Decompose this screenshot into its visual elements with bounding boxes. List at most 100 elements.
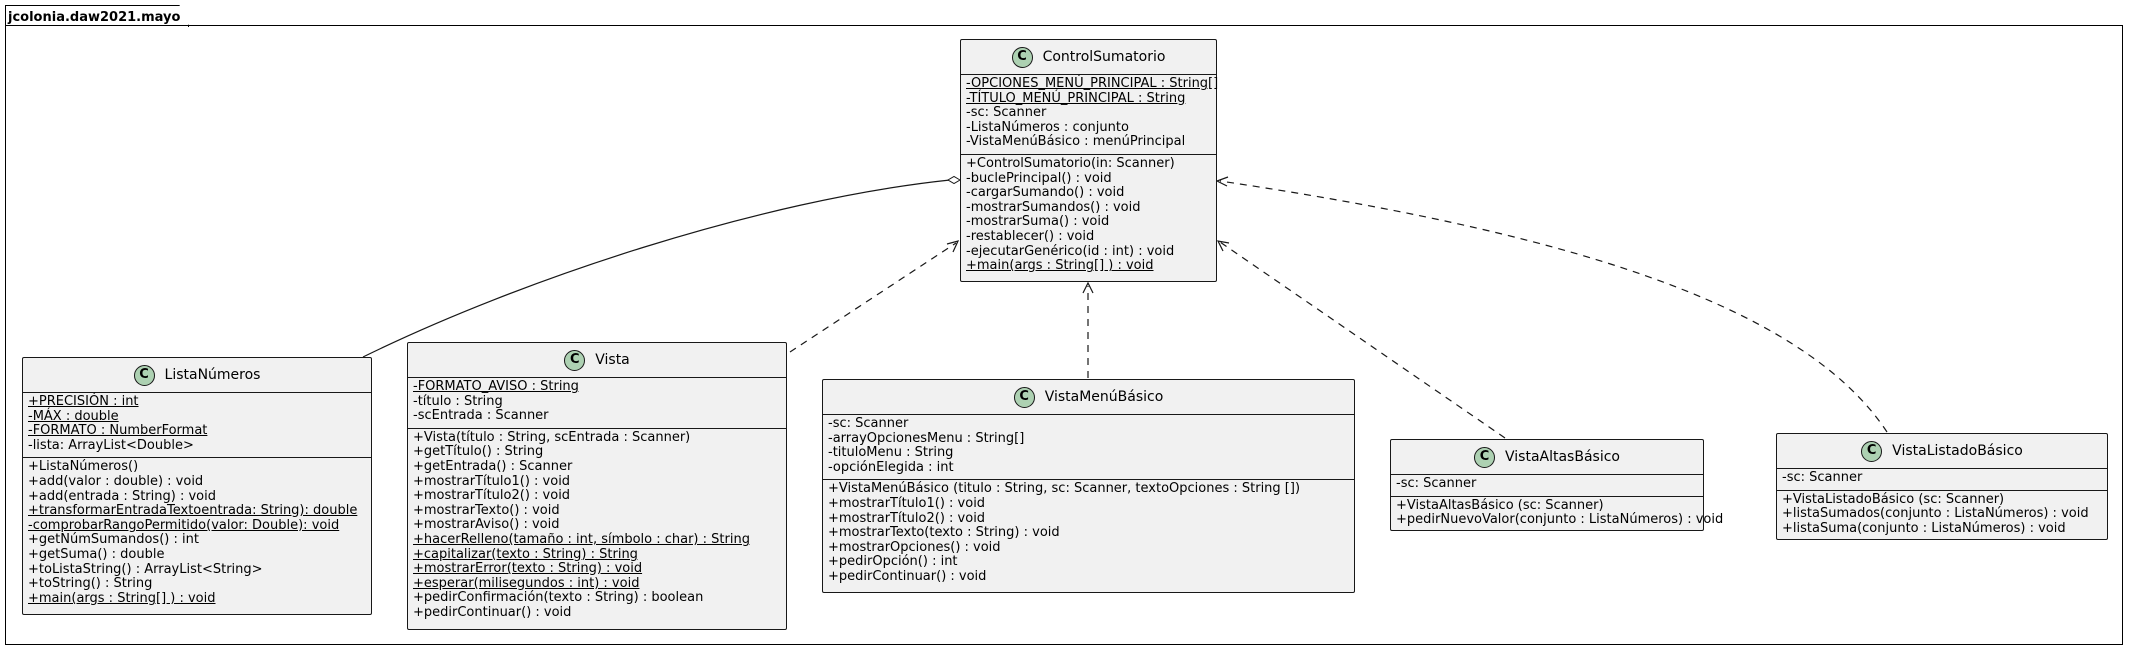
- methods-section: +ListaNúmeros() +add(valor : double) : v…: [23, 458, 371, 610]
- method: +add(entrada : String) : void: [28, 488, 216, 504]
- class-stereotype-icon: C: [1474, 446, 1495, 468]
- method: +mostrarTexto() : void: [413, 502, 560, 518]
- method: +ControlSumatorio(in: Scanner): [966, 155, 1175, 171]
- attribute: -TÍTULO_MENÚ_PRINCIPAL : String: [966, 90, 1186, 106]
- method: +transformarEntradaTextoentrada: String)…: [28, 503, 358, 519]
- dependency-altas-control: [1219, 241, 1506, 439]
- class-name: VistaListadoBásico: [1892, 442, 2023, 459]
- method: +toString() : String: [28, 576, 153, 592]
- method: +mostrarError(texto : String) : void: [413, 561, 643, 577]
- aggregation-diamond: [947, 175, 961, 185]
- attribute: -FORMATO_AVISO : String: [413, 379, 579, 394]
- method: -restablecer() : void: [966, 228, 1095, 244]
- class-name: ListaNúmeros: [164, 366, 261, 383]
- attributes-section: +PRECISIÓN : int -MÁX : double -FORMATO …: [23, 393, 371, 459]
- method: +getTítulo() : String: [413, 444, 544, 460]
- methods-section: +VistaAltasBásico (sc: Scanner) +pedirNu…: [1391, 497, 1723, 532]
- method: +main(args : String[] ) : void: [966, 258, 1154, 274]
- method: +esperar(milisegundos : int) : void: [413, 575, 640, 591]
- method: +Vista(título : String, scEntrada : Scan…: [413, 429, 691, 445]
- dependency-vista-control: [789, 242, 957, 353]
- attributes-section: -sc: Scanner: [1391, 475, 1703, 497]
- package-name: jcolonia.daw2021.mayo: [8, 10, 181, 25]
- dependency-menu-arrowhead: [1082, 281, 1094, 294]
- attribute: -título : String: [413, 393, 503, 409]
- class-stereotype-icon: C: [1861, 440, 1883, 462]
- method: +getSuma() : double: [28, 546, 165, 562]
- class-header: C VistaListadoBásico: [1777, 434, 2107, 469]
- attribute: -sc: Scanner: [828, 416, 909, 431]
- method: +listaSumados(conjunto : ListaNúmeros) :…: [1782, 506, 2089, 522]
- class-header: C Vista: [408, 343, 786, 378]
- dependency-vista-arrowhead: [946, 240, 960, 253]
- class-stereotype-icon: C: [1013, 386, 1035, 408]
- attribute: -ListaNúmeros : conjunto: [966, 119, 1129, 135]
- method: -mostrarSuma() : void: [966, 214, 1110, 230]
- method: +mostrarTítulo2() : void: [413, 488, 571, 504]
- attribute: -sc: Scanner: [966, 105, 1047, 121]
- class-stereotype-icon: C: [564, 349, 586, 371]
- methods-section: +VistaMenúBásico (titulo : String, sc: S…: [823, 480, 1354, 588]
- class-header: C VistaAltasBásico: [1391, 440, 1703, 475]
- attributes-section: -sc: Scanner -arrayOpcionesMenu : String…: [823, 415, 1354, 481]
- method: -mostrarSumandos() : void: [966, 199, 1141, 215]
- method: +mostrarTítulo2() : void: [828, 510, 986, 526]
- package-frame: [5, 25, 2123, 645]
- dependency-listado-arrowhead: [1215, 176, 1229, 187]
- method: +VistaListadoBásico (sc: Scanner): [1782, 491, 2005, 507]
- class-lista-numeros[interactable]: C ListaNúmeros +PRECISIÓN : int -MÁX : d…: [22, 357, 372, 615]
- attribute: -FORMATO : NumberFormat: [28, 423, 208, 439]
- class-control-sumatorio[interactable]: C ControlSumatorio -OPCIONES_MENÚ_PRINCI…: [960, 39, 1219, 282]
- dependency-altas-arrowhead: [1216, 240, 1230, 252]
- method: +getNúmSumandos() : int: [28, 532, 199, 548]
- class-stereotype-icon: C: [133, 364, 155, 386]
- method: +pedirContinuar() : void: [413, 604, 572, 620]
- class-header: C ListaNúmeros: [23, 358, 371, 393]
- attribute: -sc: Scanner: [1782, 470, 1863, 485]
- method: +VistaMenúBásico (titulo : String, sc: S…: [828, 481, 1301, 497]
- method: +mostrarAviso() : void: [413, 517, 560, 533]
- attribute: +PRECISIÓN : int: [28, 394, 139, 409]
- class-stereotype-icon: C: [1011, 46, 1033, 68]
- class-vista[interactable]: C Vista -FORMATO_AVISO : String -título …: [407, 342, 787, 630]
- method: +mostrarOpciones() : void: [828, 539, 1001, 555]
- attributes-section: -sc: Scanner: [1777, 469, 2107, 491]
- method: +listaSuma(conjunto : ListaNúmeros) : vo…: [1782, 520, 2066, 536]
- class-header: C ControlSumatorio: [961, 40, 1216, 75]
- dependency-listado-control: [1219, 180, 1888, 433]
- method: +hacerRelleno(tamaño : int, símbolo : ch…: [413, 531, 750, 547]
- method: +mostrarTexto(texto : String) : void: [828, 525, 1060, 541]
- method: +getEntrada() : Scanner: [413, 458, 573, 474]
- method: -cargarSumando() : void: [966, 185, 1125, 201]
- method: +capitalizar(texto : String) : String: [413, 546, 638, 562]
- aggregation-lista-control: [362, 179, 951, 358]
- method: +main(args : String[] ) : void: [28, 590, 216, 606]
- attributes-section: -FORMATO_AVISO : String -título : String…: [408, 378, 786, 429]
- class-header: C VistaMenúBásico: [823, 380, 1354, 415]
- methods-section: +VistaListadoBásico (sc: Scanner) +lista…: [1777, 491, 2107, 541]
- attribute: -OPCIONES_MENÚ_PRINCIPAL : String[]: [966, 76, 1219, 91]
- method: +mostrarTítulo1() : void: [828, 495, 986, 511]
- class-vista-listado-basico[interactable]: C VistaListadoBásico -sc: Scanner +Vista…: [1776, 433, 2108, 540]
- method: +add(valor : double) : void: [28, 473, 204, 489]
- method: +pedirOpción() : int: [828, 554, 958, 570]
- attribute: -VistaMenúBásico : menúPrincipal: [966, 134, 1186, 150]
- class-name: Vista: [595, 351, 630, 368]
- method: -buclePrincipal() : void: [966, 170, 1112, 186]
- attributes-section: -OPCIONES_MENÚ_PRINCIPAL : String[] -TÍT…: [961, 75, 1219, 155]
- method: +pedirConfirmación(texto : String) : boo…: [413, 590, 704, 606]
- methods-section: +ControlSumatorio(in: Scanner) -buclePri…: [961, 155, 1216, 278]
- package-tab: jcolonia.daw2021.mayo: [5, 5, 189, 27]
- class-name: VistaAltasBásico: [1505, 448, 1620, 465]
- methods-section: +Vista(título : String, scEntrada : Scan…: [408, 429, 786, 625]
- class-vista-altas-basico[interactable]: C VistaAltasBásico -sc: Scanner +VistaAl…: [1390, 439, 1723, 532]
- method: +toListaString() : ArrayList<String>: [28, 561, 263, 577]
- method: -ejecutarGenérico(id : int) : void: [966, 243, 1175, 259]
- attribute: -tituloMenu : String: [828, 445, 954, 461]
- method: -comprobarRangoPermitido(valor: Double):…: [28, 517, 340, 533]
- class-vista-menu-basico[interactable]: C VistaMenúBásico -sc: Scanner -arrayOpc…: [822, 379, 1355, 593]
- method: +mostrarTítulo1() : void: [413, 473, 571, 489]
- method: +ListaNúmeros(): [28, 459, 139, 475]
- attribute: -lista: ArrayList<Double>: [28, 437, 194, 453]
